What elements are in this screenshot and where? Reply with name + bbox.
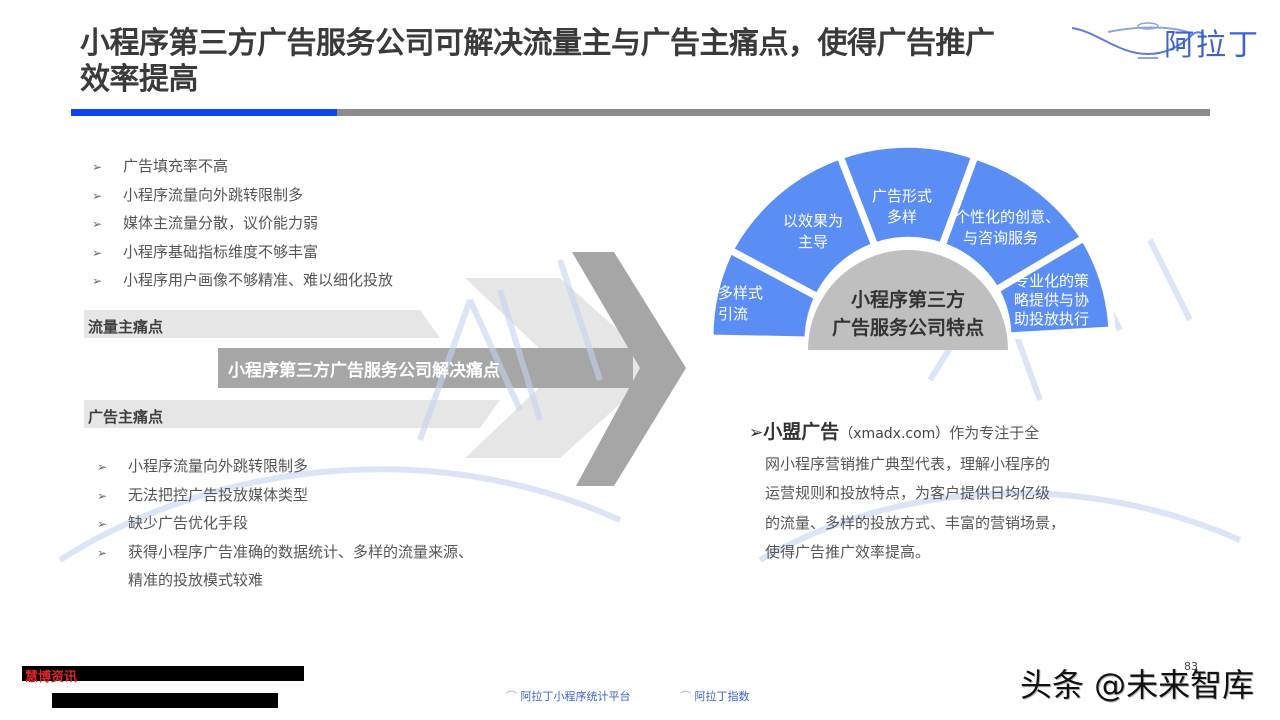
list-item: ➢小程序基础指标维度不够丰富 bbox=[92, 238, 393, 267]
lamp-icon: ⌒ bbox=[680, 690, 691, 703]
advertiser-band bbox=[84, 400, 500, 428]
aladdin-lamp-icon bbox=[1071, 22, 1205, 59]
fan-segment-1-label: 多样式 引流 bbox=[718, 284, 764, 323]
source-label: 慧博资讯 bbox=[25, 670, 78, 685]
list-item: ➢缺少广告优化手段 bbox=[97, 509, 473, 538]
list-item: ➢无法把控广告投放媒体类型 bbox=[97, 481, 473, 510]
advertiser-pain-list: ➢小程序流量向外跳转限制多 ➢无法把控广告投放媒体类型 ➢缺少广告优化手段 ➢获… bbox=[97, 452, 473, 595]
footer-logo-2: ⌒ 阿拉丁指数 bbox=[680, 690, 750, 703]
bullet-arrow-icon: ➢ bbox=[97, 517, 108, 531]
page-title: 小程序第三方广告服务公司可解决流量主与广告主痛点，使得广告推广 效率提高 bbox=[80, 26, 1080, 98]
title-rule bbox=[337, 109, 1210, 116]
fan-segment-3-label: 广告形式 多样 bbox=[871, 187, 932, 226]
fan-segment-5 bbox=[991, 233, 1116, 340]
fan-segment-2-label: 以效果为 主导 bbox=[782, 212, 843, 251]
fan-center-shape bbox=[808, 250, 1008, 350]
solution-banner: 小程序第三方广告服务公司解决痛点 bbox=[228, 361, 500, 381]
title-rule-accent bbox=[71, 109, 337, 116]
list-item: ➢小程序用户画像不够精准、难以细化投放 bbox=[92, 266, 393, 295]
solution-banner-bg bbox=[218, 348, 633, 388]
list-item: ➢媒体主流量分散，议价能力弱 bbox=[92, 209, 393, 238]
advertiser-label: 广告主痛点 bbox=[88, 408, 164, 426]
list-item: ➢小程序流量向外跳转限制多 bbox=[92, 181, 393, 210]
traffic-owner-label: 流量主痛点 bbox=[88, 318, 164, 336]
brand-url: （xmadx.com） bbox=[839, 426, 950, 442]
traffic-owner-pain-list: ➢广告填充率不高 ➢小程序流量向外跳转限制多 ➢媒体主流量分散，议价能力弱 ➢小… bbox=[92, 152, 393, 295]
list-item: ➢小程序流量向外跳转限制多 bbox=[97, 452, 473, 481]
bullet-arrow-icon: ➢ bbox=[92, 274, 103, 288]
bullet-arrow-icon: ➢ bbox=[92, 245, 103, 260]
title-line-2: 效率提高 bbox=[80, 62, 199, 97]
bullet-arrow-icon: ➢ bbox=[92, 217, 103, 231]
footer-source-bar: 慧博资讯 bbox=[22, 666, 304, 685]
list-item-continuation: 精准的投放模式较难 bbox=[128, 571, 264, 589]
bullet-arrow-icon: ➢ bbox=[97, 460, 108, 474]
bullet-arrow-icon: ➢ bbox=[92, 188, 103, 203]
logo-text: 阿拉丁 bbox=[1164, 28, 1260, 63]
bullet-arrow-icon: ➢ bbox=[97, 488, 108, 503]
footer-logo-1: ⌒ 阿拉丁小程序统计平台 bbox=[506, 690, 631, 703]
bullet-arrow-icon: ➢ bbox=[749, 423, 764, 443]
lamp-icon: ⌒ bbox=[506, 690, 517, 703]
toutiao-watermark: 头条 @未来智库 bbox=[1020, 666, 1255, 704]
list-item: ➢获得小程序广告准确的数据统计、多样的流量来源、 bbox=[97, 538, 473, 567]
footer-redacted-bar bbox=[52, 693, 278, 708]
fan-segment-4-label: 个性化的创意、 与咨询服务 bbox=[955, 208, 1061, 247]
bullet-arrow-icon: ➢ bbox=[92, 160, 103, 174]
description-lead: ➢小盟广告（xmadx.com）作为专注于全 bbox=[749, 421, 1040, 443]
dark-chevron-shape bbox=[572, 252, 686, 486]
page-number: 83 bbox=[1184, 660, 1198, 673]
brand-name: 小盟广告 bbox=[763, 421, 840, 443]
title-line-1: 小程序第三方广告服务公司可解决流量主与广告主痛点，使得广告推广 bbox=[80, 26, 995, 61]
fan-center-label: 小程序第三方 广告服务公司特点 bbox=[831, 289, 984, 339]
fan-segment-5-label: 专业化的策 略提供与协 助投放执行 bbox=[1014, 272, 1090, 328]
list-item: ➢广告填充率不高 bbox=[92, 152, 393, 181]
xmadx-description: ➢小盟广告（xmadx.com）作为专注于全 网小程序营销推广典型代表，理解小程… bbox=[749, 418, 1089, 568]
description-body: 网小程序营销推广典型代表，理解小程序的 运营规则和投放特点，为客户提供日均亿级 … bbox=[765, 454, 1066, 562]
traffic-owner-band bbox=[84, 310, 440, 338]
bullet-arrow-icon: ➢ bbox=[97, 545, 108, 560]
